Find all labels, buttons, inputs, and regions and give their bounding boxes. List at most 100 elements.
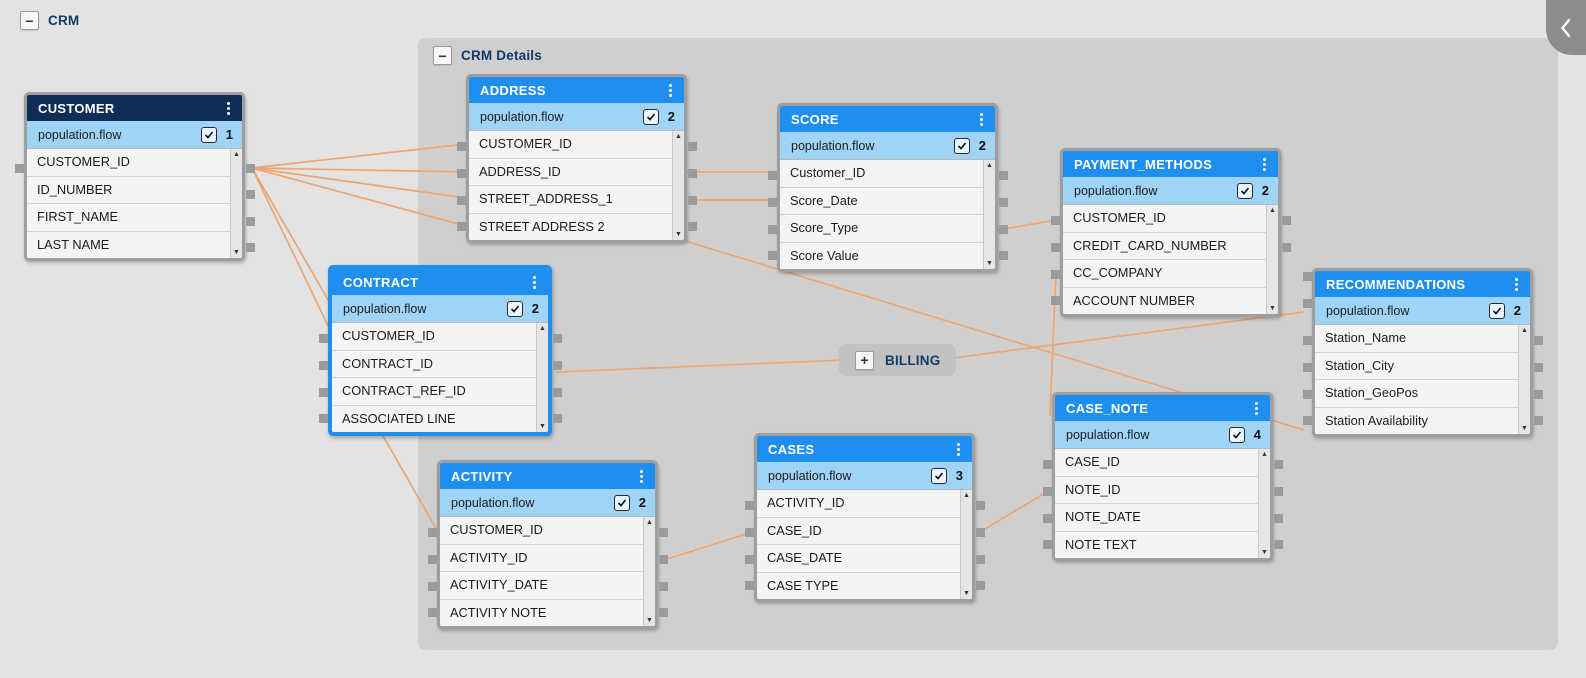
population-checkbox-score[interactable] bbox=[954, 137, 970, 154]
table-node-cases[interactable]: CASES population.flow 3 ACTIVITY_ID CASE… bbox=[754, 433, 975, 602]
population-row-case-note[interactable]: population.flow 4 bbox=[1055, 421, 1270, 449]
table-node-payment-methods[interactable]: PAYMENT_METHODS population.flow 2 CUSTOM… bbox=[1060, 148, 1281, 317]
port-cases-left-3[interactable] bbox=[745, 555, 754, 564]
population-checkbox-recommendations[interactable] bbox=[1489, 302, 1505, 319]
table-header-score[interactable]: SCORE bbox=[780, 106, 995, 132]
port-score-right-4[interactable] bbox=[999, 251, 1008, 260]
port-customer-right-3[interactable] bbox=[246, 217, 255, 226]
port-activity-right-2[interactable] bbox=[659, 555, 668, 564]
population-checkbox-activity[interactable] bbox=[614, 494, 630, 511]
population-row-contract[interactable]: population.flow 2 bbox=[332, 295, 548, 323]
table-header-contract[interactable]: CONTRACT bbox=[332, 269, 548, 295]
group-crm-header[interactable]: − CRM bbox=[20, 11, 79, 30]
port-case-note-left-3[interactable] bbox=[1043, 514, 1052, 523]
column-row[interactable]: ACTIVITY_DATE bbox=[440, 572, 643, 600]
column-row[interactable]: Station_City bbox=[1315, 352, 1518, 380]
port-case-note-right-4[interactable] bbox=[1274, 540, 1283, 549]
column-row[interactable]: ACTIVITY_ID bbox=[440, 544, 643, 572]
column-row[interactable]: Score Value bbox=[780, 242, 983, 269]
column-row[interactable]: NOTE TEXT bbox=[1055, 531, 1258, 558]
port-customer-left-1[interactable] bbox=[15, 164, 24, 173]
population-row-address[interactable]: population.flow 2 bbox=[469, 103, 684, 131]
port-customer-right-2[interactable] bbox=[246, 190, 255, 199]
scroll-down-icon[interactable]: ▼ bbox=[1269, 305, 1276, 312]
port-contract-left-2[interactable] bbox=[319, 361, 328, 370]
port-recommendations-left-4[interactable] bbox=[1303, 416, 1312, 425]
scrollbar-case-note[interactable]: ▲ ▼ bbox=[1258, 449, 1270, 558]
table-menu-icon-contract[interactable] bbox=[530, 274, 539, 291]
port-payment-methods-left-4[interactable] bbox=[1051, 296, 1060, 305]
table-node-recommendations[interactable]: RECOMMENDATIONS population.flow 2 Statio… bbox=[1312, 268, 1533, 437]
port-address-left-2[interactable] bbox=[457, 169, 466, 178]
table-node-case-note[interactable]: CASE_NOTE population.flow 4 CASE_ID NOTE… bbox=[1052, 392, 1273, 561]
column-row[interactable]: Score_Date bbox=[780, 187, 983, 215]
column-row[interactable]: ID_NUMBER bbox=[27, 176, 230, 204]
scroll-down-icon[interactable]: ▼ bbox=[1261, 549, 1268, 556]
port-score-right-1[interactable] bbox=[999, 171, 1008, 180]
port-recommendations-left-1[interactable] bbox=[1303, 336, 1312, 345]
port-case-note-right-1[interactable] bbox=[1274, 460, 1283, 469]
column-row[interactable]: Customer_ID bbox=[780, 160, 983, 188]
column-row[interactable]: NOTE_DATE bbox=[1055, 504, 1258, 532]
table-menu-icon-recommendations[interactable] bbox=[1512, 276, 1521, 293]
port-activity-left-2[interactable] bbox=[428, 555, 437, 564]
port-payment-methods-left-2[interactable] bbox=[1051, 243, 1060, 252]
port-activity-right-3[interactable] bbox=[659, 582, 668, 591]
port-activity-left-1[interactable] bbox=[428, 528, 437, 537]
port-contract-right-2[interactable] bbox=[553, 361, 562, 370]
port-recommendations-left-3[interactable] bbox=[1303, 390, 1312, 399]
column-row[interactable]: CUSTOMER_ID bbox=[440, 517, 643, 545]
column-row[interactable]: STREET ADDRESS 2 bbox=[469, 213, 672, 240]
port-contract-left-1[interactable] bbox=[319, 334, 328, 343]
table-menu-icon-address[interactable] bbox=[666, 82, 675, 99]
column-row[interactable]: CUSTOMER_ID bbox=[469, 131, 672, 159]
column-row[interactable]: Station Availability bbox=[1315, 407, 1518, 434]
port-recommendations-left-2[interactable] bbox=[1303, 363, 1312, 372]
scroll-down-icon[interactable]: ▼ bbox=[233, 249, 240, 256]
population-checkbox-case-note[interactable] bbox=[1229, 426, 1245, 443]
table-node-score[interactable]: SCORE population.flow 2 Customer_ID Scor… bbox=[777, 103, 998, 272]
table-menu-icon-case-note[interactable] bbox=[1252, 400, 1261, 417]
scroll-down-icon[interactable]: ▼ bbox=[963, 590, 970, 597]
port-contract-left-3[interactable] bbox=[319, 388, 328, 397]
port-customer-right-4[interactable] bbox=[246, 243, 255, 252]
column-row[interactable]: Station_Name bbox=[1315, 325, 1518, 353]
table-node-activity[interactable]: ACTIVITY population.flow 2 CUSTOMER_ID A… bbox=[437, 460, 658, 629]
table-node-address[interactable]: ADDRESS population.flow 2 CUSTOMER_ID AD… bbox=[466, 74, 687, 243]
port-contract-right-3[interactable] bbox=[553, 388, 562, 397]
table-header-payment-methods[interactable]: PAYMENT_METHODS bbox=[1063, 151, 1278, 177]
port-activity-left-4[interactable] bbox=[428, 608, 437, 617]
port-cases-left-4[interactable] bbox=[745, 581, 754, 590]
scrollbar-payment-methods[interactable]: ▲ ▼ bbox=[1266, 205, 1278, 314]
table-header-activity[interactable]: ACTIVITY bbox=[440, 463, 655, 489]
port-recommendations-right-3[interactable] bbox=[1534, 390, 1543, 399]
port-outer-right-2[interactable] bbox=[1303, 299, 1312, 308]
port-payment-methods-right-2[interactable] bbox=[1282, 243, 1291, 252]
port-recommendations-right-2[interactable] bbox=[1534, 363, 1543, 372]
collapse-icon-crm[interactable]: − bbox=[20, 11, 39, 30]
population-row-payment-methods[interactable]: population.flow 2 bbox=[1063, 177, 1278, 205]
column-row[interactable]: CASE_ID bbox=[1055, 449, 1258, 477]
column-row[interactable]: CC_COMPANY bbox=[1063, 260, 1266, 288]
population-row-recommendations[interactable]: population.flow 2 bbox=[1315, 297, 1530, 325]
port-recommendations-right-4[interactable] bbox=[1534, 416, 1543, 425]
scroll-down-icon[interactable]: ▼ bbox=[986, 260, 993, 267]
scrollbar-score[interactable]: ▲ ▼ bbox=[983, 160, 995, 269]
expand-icon-billing[interactable]: + bbox=[855, 350, 874, 370]
population-checkbox-customer[interactable] bbox=[201, 126, 217, 143]
port-cases-right-2[interactable] bbox=[976, 528, 985, 537]
port-address-right-1[interactable] bbox=[688, 142, 697, 151]
scrollbar-activity[interactable]: ▲ ▼ bbox=[643, 517, 655, 626]
table-menu-icon-cases[interactable] bbox=[954, 441, 963, 458]
group-crm-details-header[interactable]: − CRM Details bbox=[433, 46, 542, 65]
port-customer-right-1[interactable] bbox=[246, 164, 255, 173]
port-recommendations-right-1[interactable] bbox=[1534, 336, 1543, 345]
panel-collapse-button[interactable] bbox=[1546, 0, 1586, 55]
column-row[interactable]: CUSTOMER_ID bbox=[1063, 205, 1266, 233]
port-payment-methods-right-1[interactable] bbox=[1282, 216, 1291, 225]
table-header-customer[interactable]: CUSTOMER bbox=[27, 95, 242, 121]
port-address-left-4[interactable] bbox=[457, 222, 466, 231]
table-menu-icon-activity[interactable] bbox=[637, 468, 646, 485]
population-row-cases[interactable]: population.flow 3 bbox=[757, 462, 972, 490]
